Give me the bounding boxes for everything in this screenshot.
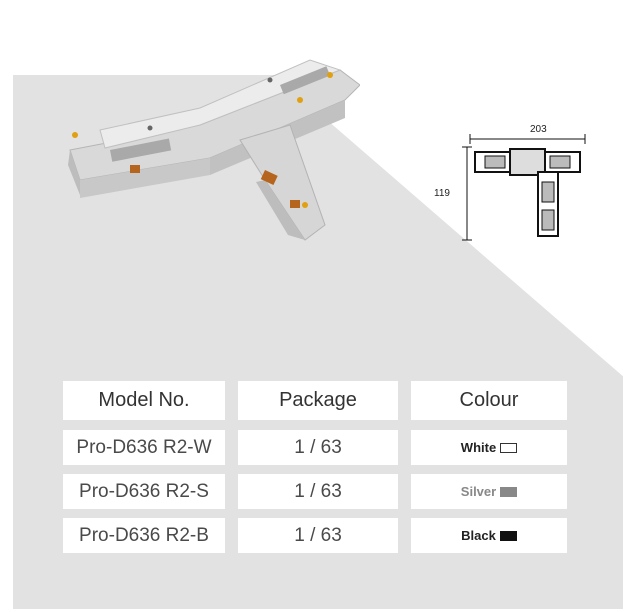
header-colour: Colour [411,381,567,420]
colour-swatch [500,442,518,453]
colour-cell: Silver [411,474,567,509]
model-cell: Pro-D636 R2-W [63,430,225,465]
table-row: Pro-D636 R2-S 1 / 63 Silver [63,474,567,509]
colour-label: Black [461,528,496,543]
dimension-drawing: 203 119 [434,122,605,247]
model-cell: Pro-D636 R2-B [63,518,225,553]
spec-table: Model No. Package Colour Pro-D636 R2-W 1… [63,381,567,562]
package-cell: 1 / 63 [238,430,398,465]
table-header-row: Model No. Package Colour [63,381,567,420]
colour-label: White [460,440,497,455]
colour-swatch [500,486,518,497]
colour-label: Silver [460,484,497,499]
colour-cell: Black [411,518,567,553]
height-dimension-label: 119 [434,188,450,199]
package-cell: 1 / 63 [238,474,398,509]
table-row: Pro-D636 R2-W 1 / 63 White [63,430,567,465]
table-row: Pro-D636 R2-B 1 / 63 Black [63,518,567,553]
header-model: Model No. [63,381,225,420]
colour-swatch [499,530,517,541]
header-package: Package [238,381,398,420]
colour-cell: White [411,430,567,465]
model-cell: Pro-D636 R2-S [63,474,225,509]
package-cell: 1 / 63 [238,518,398,553]
t-connector-photo [68,59,360,241]
width-dimension-label: 203 [530,124,547,135]
